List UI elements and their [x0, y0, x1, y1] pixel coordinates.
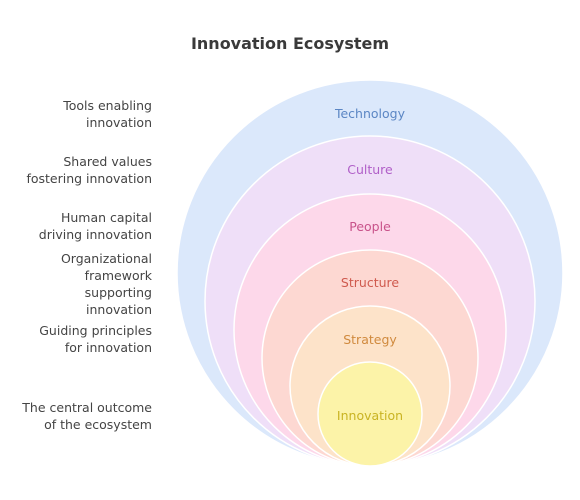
layer-description-innovation: The central outcome of the ecosystem	[22, 400, 152, 432]
layer-description-technology: Tools enabling innovation	[63, 98, 152, 130]
diagram-title: Innovation Ecosystem	[190, 34, 390, 53]
layer-label-innovation: Innovation	[337, 408, 403, 423]
layer-label-strategy: Strategy	[343, 332, 397, 347]
layer-label-technology: Technology	[334, 106, 406, 121]
layer-description-culture: Shared values fostering innovation	[26, 154, 152, 186]
layer-description-people: Human capital driving innovation	[38, 210, 152, 242]
layer-label-people: People	[349, 219, 391, 234]
layer-description-structure: Organizational framework supporting inno…	[60, 251, 152, 317]
layer-circle-innovation	[317, 361, 423, 467]
layer-label-structure: Structure	[341, 275, 399, 290]
layer-description-strategy: Guiding principles for innovation	[39, 323, 152, 355]
layer-label-culture: Culture	[347, 162, 393, 177]
